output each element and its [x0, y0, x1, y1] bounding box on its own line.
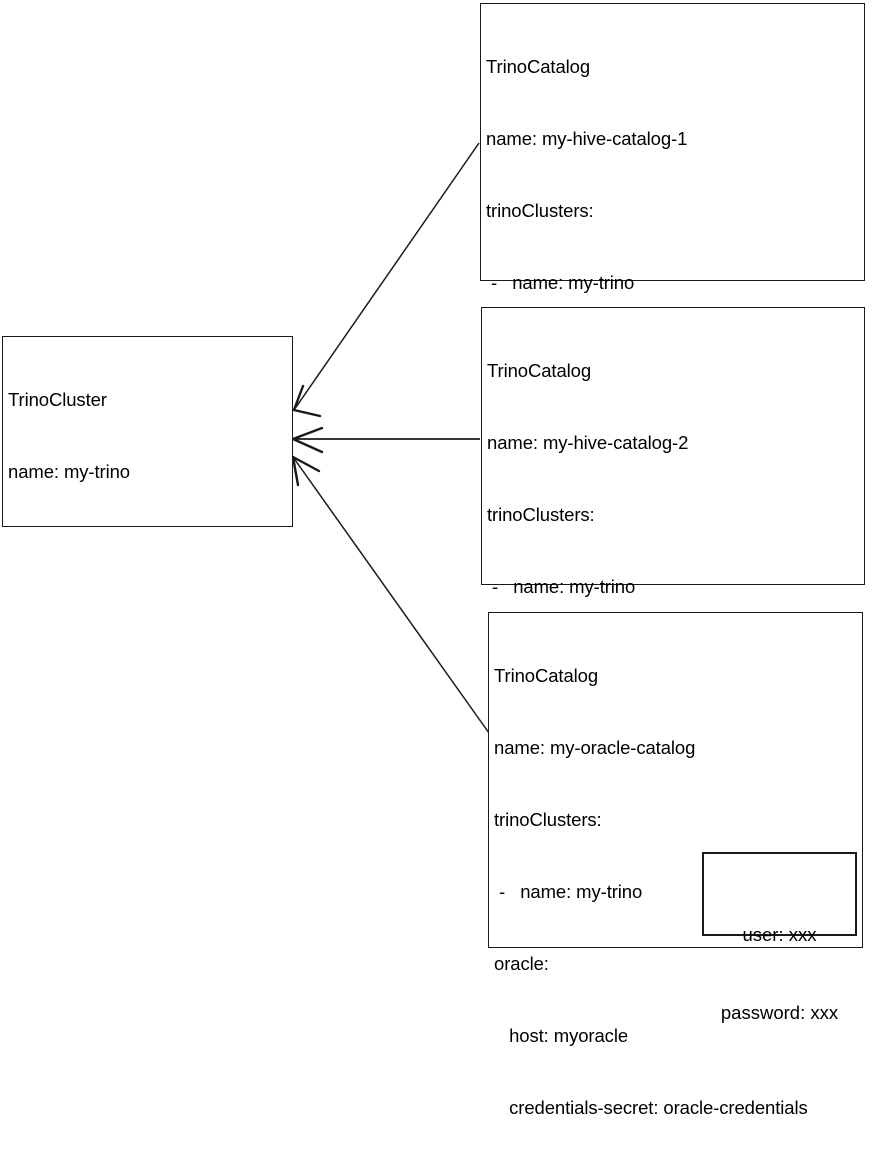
node-credentials-secret-body: user: xxx password: xxx	[704, 870, 855, 1078]
node-trino-cluster[interactable]: TrinoCluster name: my-trino	[2, 336, 293, 527]
node-line: - name: my-trino	[487, 576, 636, 597]
edge-catalog-1-to-cluster	[292, 142, 480, 418]
node-line: TrinoCluster	[8, 389, 107, 410]
node-line: name: my-hive-catalog-2	[487, 432, 689, 453]
node-line: name: my-trino	[8, 461, 130, 482]
edge-catalog-2-to-cluster	[291, 426, 480, 454]
diagram-canvas: TrinoCluster name: my-trino TrinoCatalog…	[2, 3, 865, 1118]
node-credentials-secret[interactable]: user: xxx password: xxx	[702, 852, 857, 1023]
node-line: - name: my-trino	[494, 881, 643, 902]
node-line: user: xxx	[742, 924, 817, 945]
node-line: TrinoCatalog	[487, 360, 592, 381]
node-trino-cluster-body: TrinoCluster name: my-trino	[8, 340, 288, 532]
node-line: credentials-secret: oracle-credentials	[494, 1097, 808, 1118]
node-trino-catalog-hive-2[interactable]: TrinoCatalog name: my-hive-catalog-2 tri…	[481, 307, 865, 885]
node-line: - name: my-trino	[486, 272, 635, 293]
node-line: trinoClusters:	[487, 504, 595, 525]
node-line: password: xxx	[720, 1002, 839, 1023]
node-line: name: my-hive-catalog-1	[486, 128, 688, 149]
node-line: trinoClusters:	[486, 200, 594, 221]
node-trino-catalog-hive-1[interactable]: TrinoCatalog name: my-hive-catalog-1 tri…	[480, 3, 865, 653]
node-line: TrinoCatalog	[494, 665, 599, 686]
node-line: name: my-oracle-catalog	[494, 737, 696, 758]
node-line: trinoClusters:	[494, 809, 602, 830]
node-line: TrinoCatalog	[486, 56, 591, 77]
edge-catalog-3-to-cluster	[291, 455, 490, 734]
